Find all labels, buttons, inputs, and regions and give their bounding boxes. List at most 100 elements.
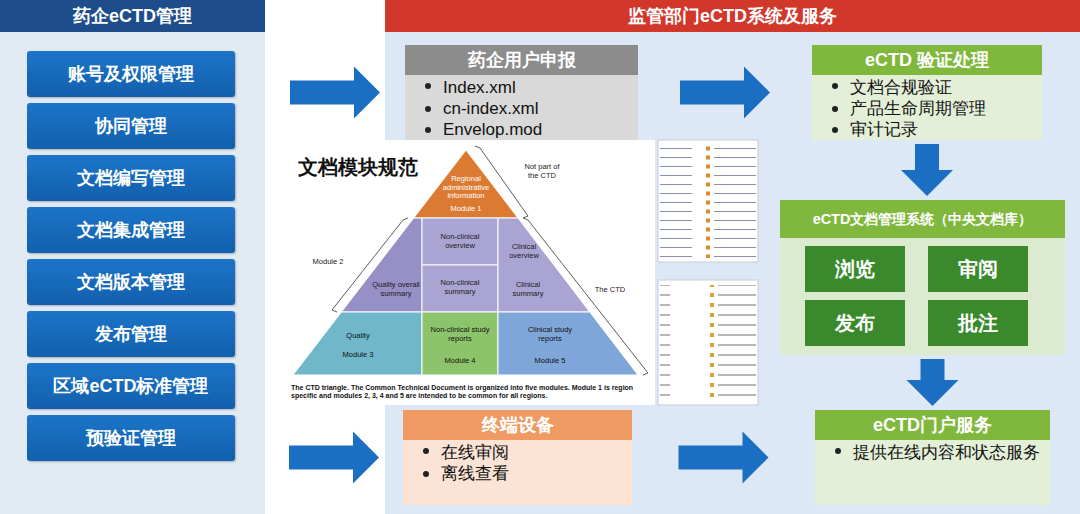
module-label: Module 2 [313,257,344,266]
function-label: 审阅 [958,256,998,283]
bullet-item: 在线审阅 [403,440,632,463]
illustration-label: Clinical study reports [518,326,582,343]
bullet-item: Index.xml [405,75,638,98]
box-heading: 药企用户申报 [405,45,638,75]
function-tile: 审阅 [928,246,1028,292]
module-label: Module 1 [451,204,482,213]
illustration-label: Non-clinical study reports [425,326,495,343]
portal-box: eCTD门户服务提供在线内容和状态服务 [815,410,1050,505]
module-5-layer [498,312,638,375]
document-system-box: eCTD文档管理系统（中央文档库） 浏览 审阅发布 批注 [780,200,1065,355]
box-heading: 终端设备 [403,410,632,440]
block-arrow [289,432,379,484]
module-spec-ground [288,140,655,405]
function-label: 发布 [835,310,875,337]
bullet-item: 产品生命周期管理 [812,98,1042,119]
function-tile: 浏览 [805,246,905,292]
module-label: Quality overall summary [372,280,420,298]
screenshot-rows [660,285,756,401]
illustration-label: Module 3 [333,351,383,360]
validation-box: eCTD 验证处理文档合规验证产品生命周期管理审计记录 [812,45,1042,140]
module-label: Module 5 [535,356,566,365]
module-label: Non-clinical summary [441,278,480,296]
illustration-label: Regional administrative information [438,175,494,201]
terminal-box: 终端设备在线审阅离线查看 [403,410,632,505]
side-panel: 药企eCTD管理账号及权限管理协同管理文档编写管理文档集成管理文档版本管理发布管… [0,0,265,514]
box-heading: eCTD 验证处理 [812,45,1042,75]
bullet-item: 文档合规验证 [812,75,1042,98]
screenshot-thumbnail [658,140,758,262]
submission-box: 药企用户申报Index.xmlcn-index.xmlEnvelop.mod [405,45,638,140]
function-box: 发布管理 [27,311,235,357]
bullet-item: 离线查看 [403,463,632,484]
function-label: 区域eCTD标准管理 [53,374,208,398]
illustration-label: The CTD triangle. The Common Technical D… [291,384,651,400]
box-heading: eCTD文档管理系统（中央文档库） [780,200,1065,238]
module-label: Quality [346,331,369,340]
function-box: 文档集成管理 [27,207,235,253]
function-label: 协同管理 [95,114,167,138]
module-label: Module 4 [445,356,476,365]
illustration-label: Not part of the CTD [520,163,564,180]
function-tile: 批注 [928,300,1028,346]
function-label: 文档集成管理 [77,218,185,242]
right-panel-ground [385,0,1080,514]
module-spec-box: 文档模块规范 Not part of the CTD Regional admini… [288,140,655,405]
function-box: 区域eCTD标准管理 [27,363,235,409]
module-label: Clinical study reports [528,325,572,343]
panel-title: 药企eCTD管理 [0,0,265,32]
function-box: 文档版本管理 [27,259,235,305]
function-box: 账号及权限管理 [27,51,235,97]
module-label: Module 3 [343,350,374,359]
module-label: Regional administrative information [443,174,489,200]
module-3-layer [293,312,422,375]
function-label: 发布管理 [95,322,167,346]
illustration-label: Clinical summary [506,281,550,298]
illustration-label: Module 4 [430,357,490,366]
illustration-label: Module 5 [520,357,580,366]
bullet-item: cn-index.xml [405,98,638,119]
illustration-label: Module 2 [308,258,348,267]
bracket [475,146,528,218]
block-arrow [290,67,380,119]
bullet-item: 审计记录 [812,119,1042,140]
function-label: 文档版本管理 [77,270,185,294]
block-arrow [901,144,953,196]
bullet-item: Envelop.mod [405,119,638,140]
service-panel: 监管部门eCTD系统及服务药企用户申报Index.xmlcn-index.xml… [385,0,1080,514]
function-label: 账号及权限管理 [68,62,194,86]
illustration-label: Quality [333,332,383,341]
function-box: 文档编写管理 [27,155,235,201]
function-tile: 发布 [805,300,905,346]
bullet-item: 提供在线内容和状态服务 [815,440,1050,463]
module-label: Not part of the CTD [524,162,559,180]
module-label: Clinical summary [513,280,544,298]
screenshot-thumbnail [658,280,758,405]
module-1-layer [414,150,518,218]
function-box: 预验证管理 [27,415,235,461]
panel-title: 监管部门eCTD系统及服务 [385,0,1080,32]
module-2-layer [422,265,498,312]
module-label: The CTD [595,285,625,294]
function-box: 协同管理 [27,103,235,149]
illustration-label: Quality overall summary [371,281,421,298]
module-label: Clinical overview [509,242,539,260]
screenshot-rows [660,146,756,258]
illustration-label: Clinical overview [504,243,544,260]
module-label: Non-clinical overview [441,232,480,250]
module-2-layer [498,218,590,312]
illustration-label: Non-clinical summary [426,279,494,296]
left-panel-ground [0,0,265,514]
function-label: 文档编写管理 [77,166,185,190]
box-heading: 文档模块规范 [298,154,418,181]
illustration-label: Module 1 [441,205,491,214]
block-arrow [679,432,769,484]
function-label: 预验证管理 [86,426,176,450]
block-arrow [680,67,770,119]
box-heading: eCTD门户服务 [815,410,1050,440]
module-2-layer [422,218,498,265]
module-2-layer [341,218,422,312]
illustration-label: The CTD [592,286,628,295]
function-label: 批注 [958,310,998,337]
